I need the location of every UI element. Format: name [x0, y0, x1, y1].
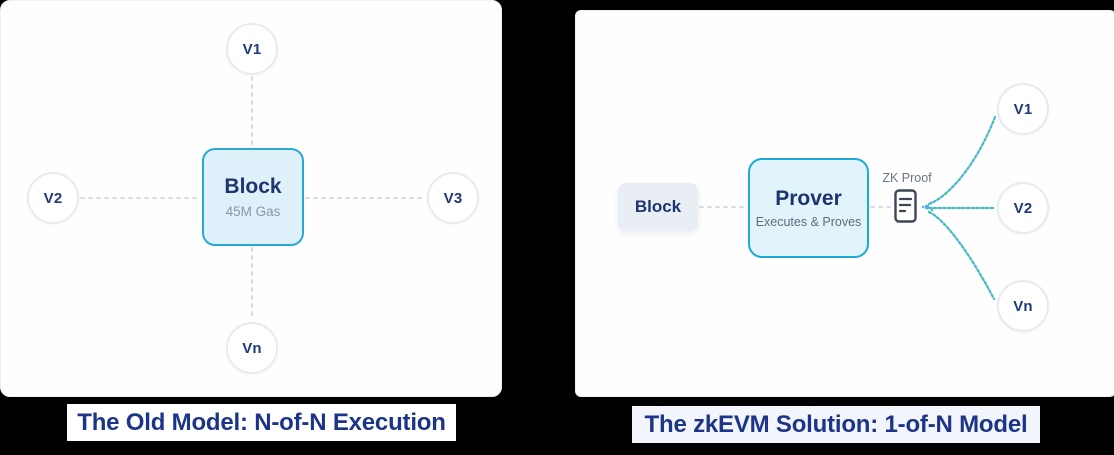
validator-label: V3 [443, 189, 463, 207]
validator-node-v3: V3 [427, 172, 479, 224]
zk-proof-label: ZK Proof [882, 171, 932, 185]
validator-node-v2: V2 [997, 182, 1049, 234]
connector-proof-vn [927, 210, 996, 301]
validator-label: V2 [1013, 199, 1033, 217]
prover-title: Prover [775, 187, 842, 210]
old-model-caption: The Old Model: N-of-N Execution [67, 404, 456, 441]
validator-label: V2 [43, 189, 63, 207]
connector-proof-vn-alt [927, 210, 996, 301]
block-node: Block [618, 183, 698, 231]
block-gas-subtitle: 45M Gas [225, 204, 281, 219]
validator-node-v1: V1 [226, 23, 278, 75]
validator-label: Vn [1013, 297, 1033, 315]
old-model-panel: V1 V2 V3 Vn Block 45M Gas [0, 0, 502, 397]
validator-label: V1 [1013, 100, 1033, 118]
proof-origin-sparkle [921, 201, 934, 212]
zkevm-caption: The zkEVM Solution: 1-of-N Model [632, 406, 1040, 443]
zk-proof-document-icon [894, 189, 917, 223]
connector-proof-v1 [927, 115, 997, 206]
block-title: Block [224, 175, 282, 198]
validator-node-vn: Vn [997, 280, 1049, 332]
prover-node: Prover Executes & Proves [748, 158, 869, 258]
validator-node-vn: Vn [226, 322, 278, 374]
prover-subtitle: Executes & Proves [755, 215, 862, 229]
zkevm-panel: Block Prover Executes & Proves ZK Proof … [575, 10, 1114, 397]
validator-label: Vn [242, 339, 262, 357]
validator-label: V1 [242, 40, 262, 58]
connector-proof-v1-alt [927, 115, 997, 206]
block-node: Block 45M Gas [202, 148, 304, 246]
validator-node-v2: V2 [27, 172, 79, 224]
validator-node-v1: V1 [997, 83, 1049, 135]
block-label: Block [634, 197, 682, 216]
